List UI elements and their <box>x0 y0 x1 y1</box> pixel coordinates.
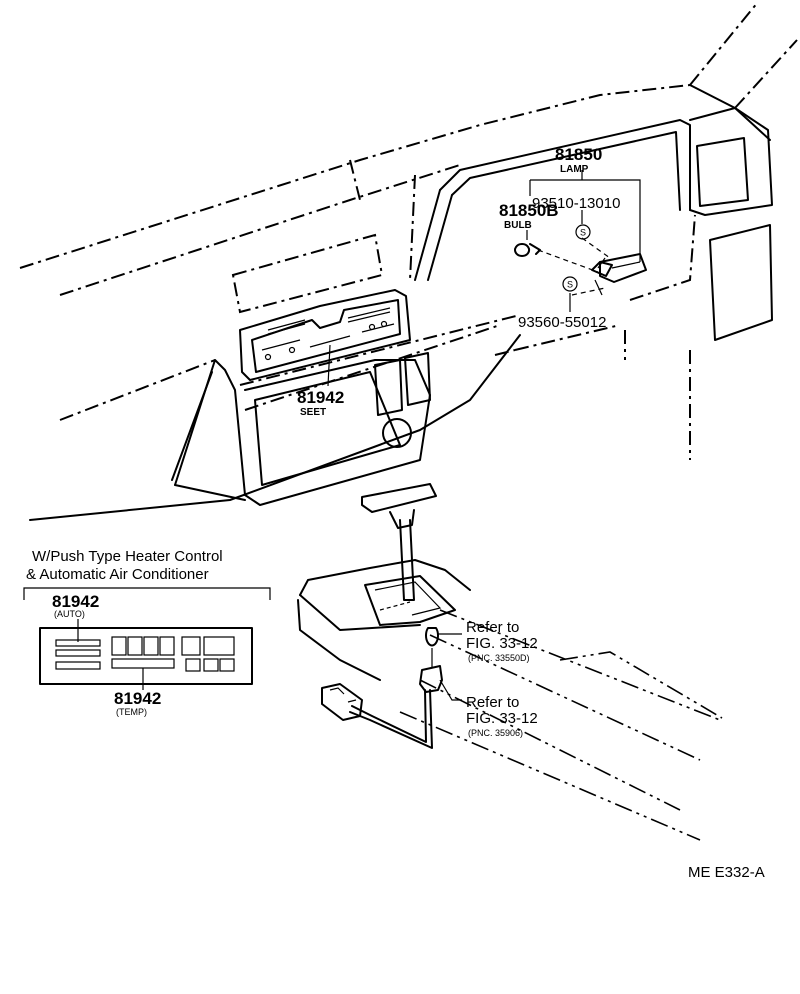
sheet-part-name: SEET <box>300 407 326 418</box>
reference-1-pnc: (PNC. 33550D) <box>468 653 530 663</box>
connector-icon <box>321 683 363 721</box>
screw-symbol-text: S <box>580 228 586 238</box>
reference-2-line2: FIG. 33-12 <box>466 710 538 727</box>
screw-symbol-text: S <box>567 280 573 290</box>
figure-code: ME E332-A <box>688 864 765 881</box>
lamp-part-name: LAMP <box>560 164 589 175</box>
leader-lines <box>327 170 641 387</box>
auto-part-number: 81942 <box>52 592 99 611</box>
temp-part-name: (TEMP) <box>116 707 147 717</box>
reference-2-pnc: (PNC. 35906) <box>468 728 523 738</box>
bulb-part-number: 81850B <box>499 201 559 220</box>
reference-1-line1: Refer to <box>466 619 519 636</box>
screw-symbol-lamp: S <box>575 224 591 240</box>
lamp-housing-icon <box>599 253 647 283</box>
inset-push-type-controls: W/Push Type Heater Control & Automatic A… <box>23 548 271 717</box>
socket-icon <box>419 665 443 693</box>
temp-part-number: 81942 <box>114 689 161 708</box>
auto-part-name: (AUTO) <box>54 609 85 619</box>
lamp-screw-part-number: 93510-13010 <box>532 195 620 212</box>
sheet-part-number: 81942 <box>297 388 344 407</box>
bulb-screw-part-number: 93560-55012 <box>518 314 606 331</box>
push-control-panel <box>39 627 253 685</box>
lamp-assembly <box>514 237 647 296</box>
inset-title-line2: & Automatic Air Conditioner <box>26 566 209 583</box>
bulb-part-name: BULB <box>504 220 532 231</box>
screw-symbol-bulb: S <box>562 276 578 292</box>
shift-console <box>297 483 723 841</box>
reference-1-line2: FIG. 33-12 <box>466 635 538 652</box>
dashboard-outline <box>19 1 798 521</box>
lamp-part-number: 81850 <box>555 145 602 164</box>
reference-2-line1: Refer to <box>466 694 519 711</box>
shift-knob-icon <box>361 483 437 513</box>
bulb-icon <box>514 243 541 257</box>
inset-title-line1: W/Push Type Heater Control <box>32 548 223 565</box>
indicator-bulb-icon <box>425 627 439 647</box>
